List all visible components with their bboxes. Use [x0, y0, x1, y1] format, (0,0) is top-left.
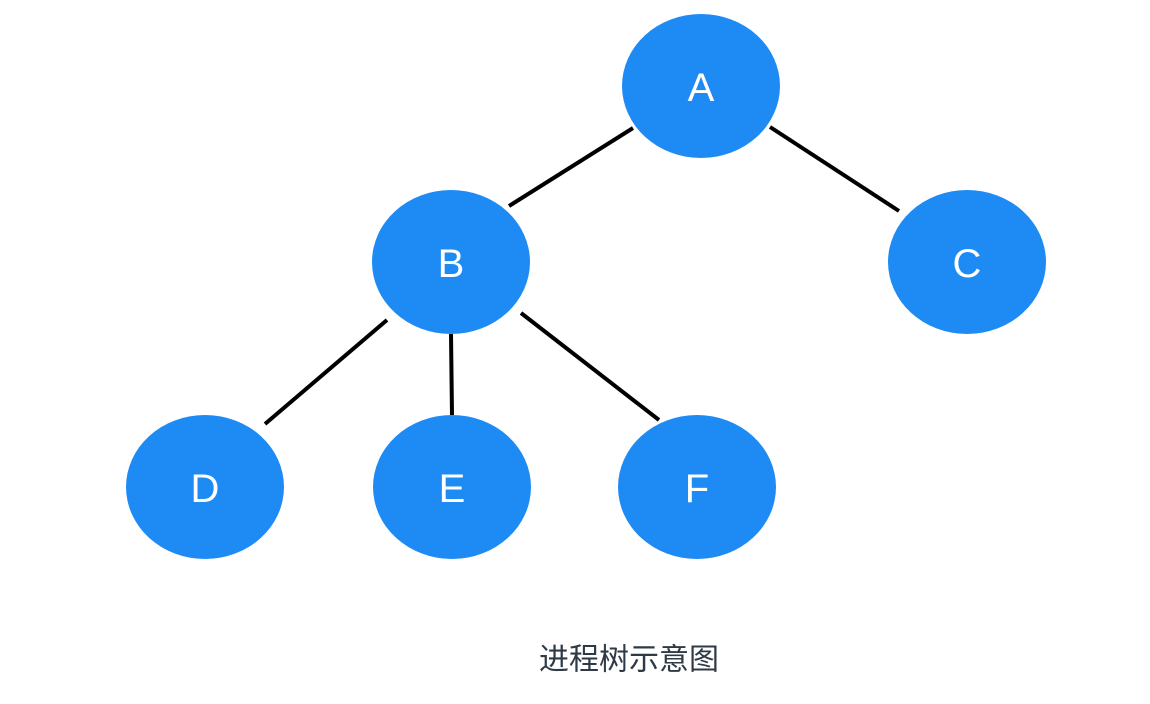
node-shape-e[interactable] — [373, 415, 531, 559]
node-shape-b[interactable] — [372, 190, 530, 334]
edge-b-e — [449, 333, 454, 416]
node-label-b: B — [438, 242, 465, 286]
tree-node-a[interactable]: A — [622, 14, 780, 158]
node-label-e: E — [439, 467, 466, 511]
node-shape-a[interactable] — [622, 14, 780, 158]
edge-group — [263, 125, 901, 426]
node-shape-c[interactable] — [888, 190, 1046, 334]
node-label-f: F — [685, 467, 709, 511]
node-label-d: D — [191, 467, 220, 511]
node-group: A B C D E F — [126, 14, 1046, 559]
edge-a-c — [768, 125, 901, 213]
tree-node-d[interactable]: D — [126, 415, 284, 559]
edge-b-f — [519, 311, 661, 422]
tree-node-b[interactable]: B — [372, 190, 530, 334]
diagram-caption: 进程树示意图 — [539, 644, 719, 677]
node-shape-d[interactable] — [126, 415, 284, 559]
tree-node-c[interactable]: C — [888, 190, 1046, 334]
node-label-a: A — [688, 66, 715, 110]
edge-b-d — [263, 318, 389, 426]
tree-node-f[interactable]: F — [618, 415, 776, 559]
tree-node-e[interactable]: E — [373, 415, 531, 559]
edge-a-b — [507, 126, 635, 208]
node-label-c: C — [953, 242, 982, 286]
node-shape-f[interactable] — [618, 415, 776, 559]
